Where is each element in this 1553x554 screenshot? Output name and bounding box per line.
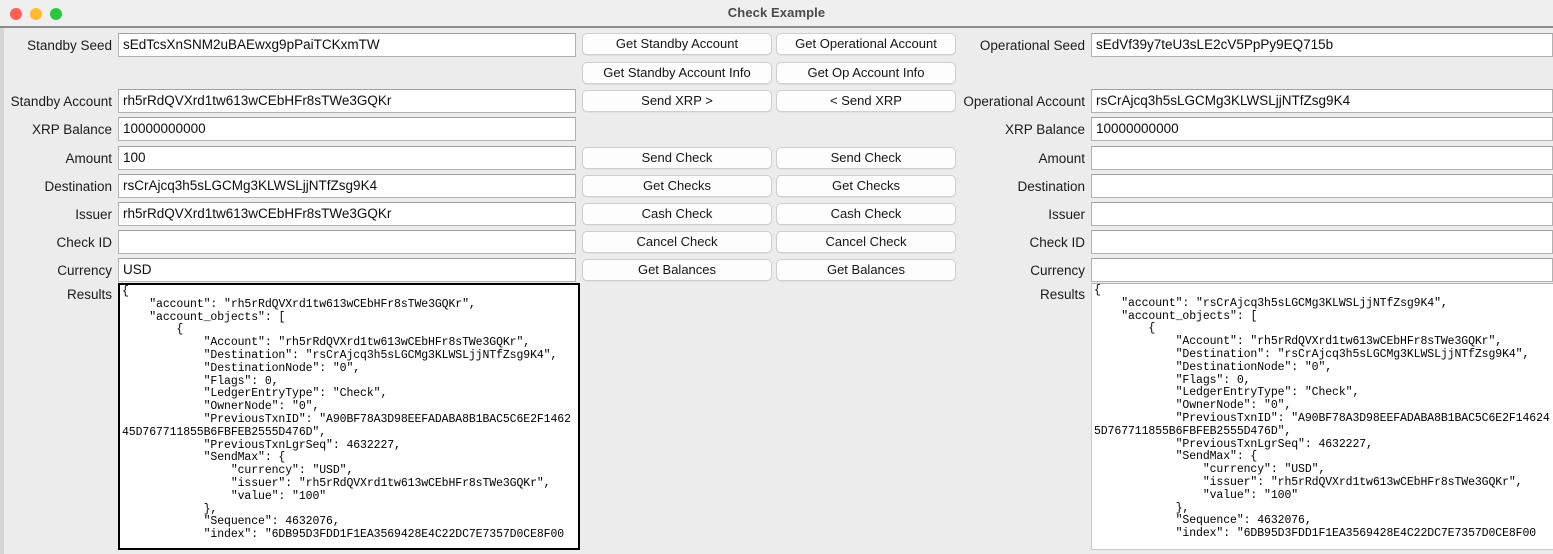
titlebar: Check Example [0,0,1553,28]
standby-destination-input[interactable]: rsCrAjcq3h5sLGCMg3KLWSLjjNTfZsg9K4 [118,174,576,198]
operational-currency-label: Currency [1030,263,1085,278]
operational-check-id-input[interactable] [1091,230,1553,254]
standby-issuer-input[interactable]: rh5rRdQVXrd1tw613wCEbHFr8sTWe3GQKr [118,202,576,226]
operational-xrp-balance-input[interactable]: 10000000000 [1091,117,1553,141]
operational-check-id-label: Check ID [1029,235,1085,250]
operational-currency-input[interactable] [1091,258,1553,282]
standby-results-label: Results [66,287,112,302]
standby-xrp-balance-label: XRP Balance [31,122,112,137]
get-standby-account-info-button[interactable]: Get Standby Account Info [582,62,772,84]
minimize-button[interactable] [30,8,42,20]
operational-get-checks-button[interactable]: Get Checks [776,175,956,197]
standby-cancel-check-button[interactable]: Cancel Check [582,231,772,253]
window-content: Standby Seed Standby Account XRP Balance… [0,28,1553,554]
standby-xrp-balance-input[interactable]: 10000000000 [118,117,576,141]
send-xrp-left-button[interactable]: < Send XRP [776,90,956,112]
standby-get-balances-button[interactable]: Get Balances [582,259,772,281]
get-op-account-info-button[interactable]: Get Op Account Info [776,62,956,84]
standby-results-textarea[interactable]: { "account": "rh5rRdQVXrd1tw613wCEbHFr8s… [118,283,580,550]
operational-xrp-balance-label: XRP Balance [1004,122,1085,137]
window-title: Check Example [727,5,826,20]
operational-issuer-input[interactable] [1091,202,1553,226]
standby-get-checks-button[interactable]: Get Checks [582,175,772,197]
operational-send-check-button[interactable]: Send Check [776,147,956,169]
operational-get-balances-button[interactable]: Get Balances [776,259,956,281]
standby-send-check-button[interactable]: Send Check [582,147,772,169]
operational-issuer-label: Issuer [1048,207,1085,222]
send-xrp-right-button[interactable]: Send XRP > [582,90,772,112]
standby-issuer-label: Issuer [75,207,112,222]
get-standby-account-button[interactable]: Get Standby Account [582,33,772,55]
standby-cash-check-button[interactable]: Cash Check [582,203,772,225]
standby-check-id-input[interactable] [118,230,576,254]
close-button[interactable] [10,8,22,20]
standby-account-label: Standby Account [10,94,112,109]
operational-account-input[interactable]: rsCrAjcq3h5sLGCMg3KLWSLjjNTfZsg9K4 [1091,89,1553,113]
operational-results-label: Results [1039,287,1085,302]
operational-amount-input[interactable] [1091,146,1553,170]
operational-cancel-check-button[interactable]: Cancel Check [776,231,956,253]
standby-amount-label: Amount [65,151,112,166]
operational-results-textarea[interactable]: { "account": "rsCrAjcq3h5sLGCMg3KLWSLjjN… [1091,283,1553,550]
get-operational-account-button[interactable]: Get Operational Account [776,33,956,55]
standby-amount-input[interactable]: 100 [118,146,576,170]
operational-seed-input[interactable]: sEdVf39y7teU3sLE2cV5PpPy9EQ715b [1091,33,1553,57]
standby-destination-label: Destination [44,179,112,194]
standby-currency-label: Currency [57,263,112,278]
standby-account-input[interactable]: rh5rRdQVXrd1tw613wCEbHFr8sTWe3GQKr [118,89,576,113]
operational-destination-label: Destination [1017,179,1085,194]
standby-seed-label: Standby Seed [27,38,112,53]
operational-destination-input[interactable] [1091,174,1553,198]
standby-currency-input[interactable]: USD [118,258,576,282]
standby-check-id-label: Check ID [56,235,112,250]
operational-seed-label: Operational Seed [979,38,1085,53]
operational-account-label: Operational Account [963,94,1085,109]
standby-seed-input[interactable]: sEdTcsXnSNM2uBAEwxg9pPaiTCKxmTW [118,33,576,57]
operational-cash-check-button[interactable]: Cash Check [776,203,956,225]
zoom-button[interactable] [50,8,62,20]
operational-amount-label: Amount [1038,151,1085,166]
